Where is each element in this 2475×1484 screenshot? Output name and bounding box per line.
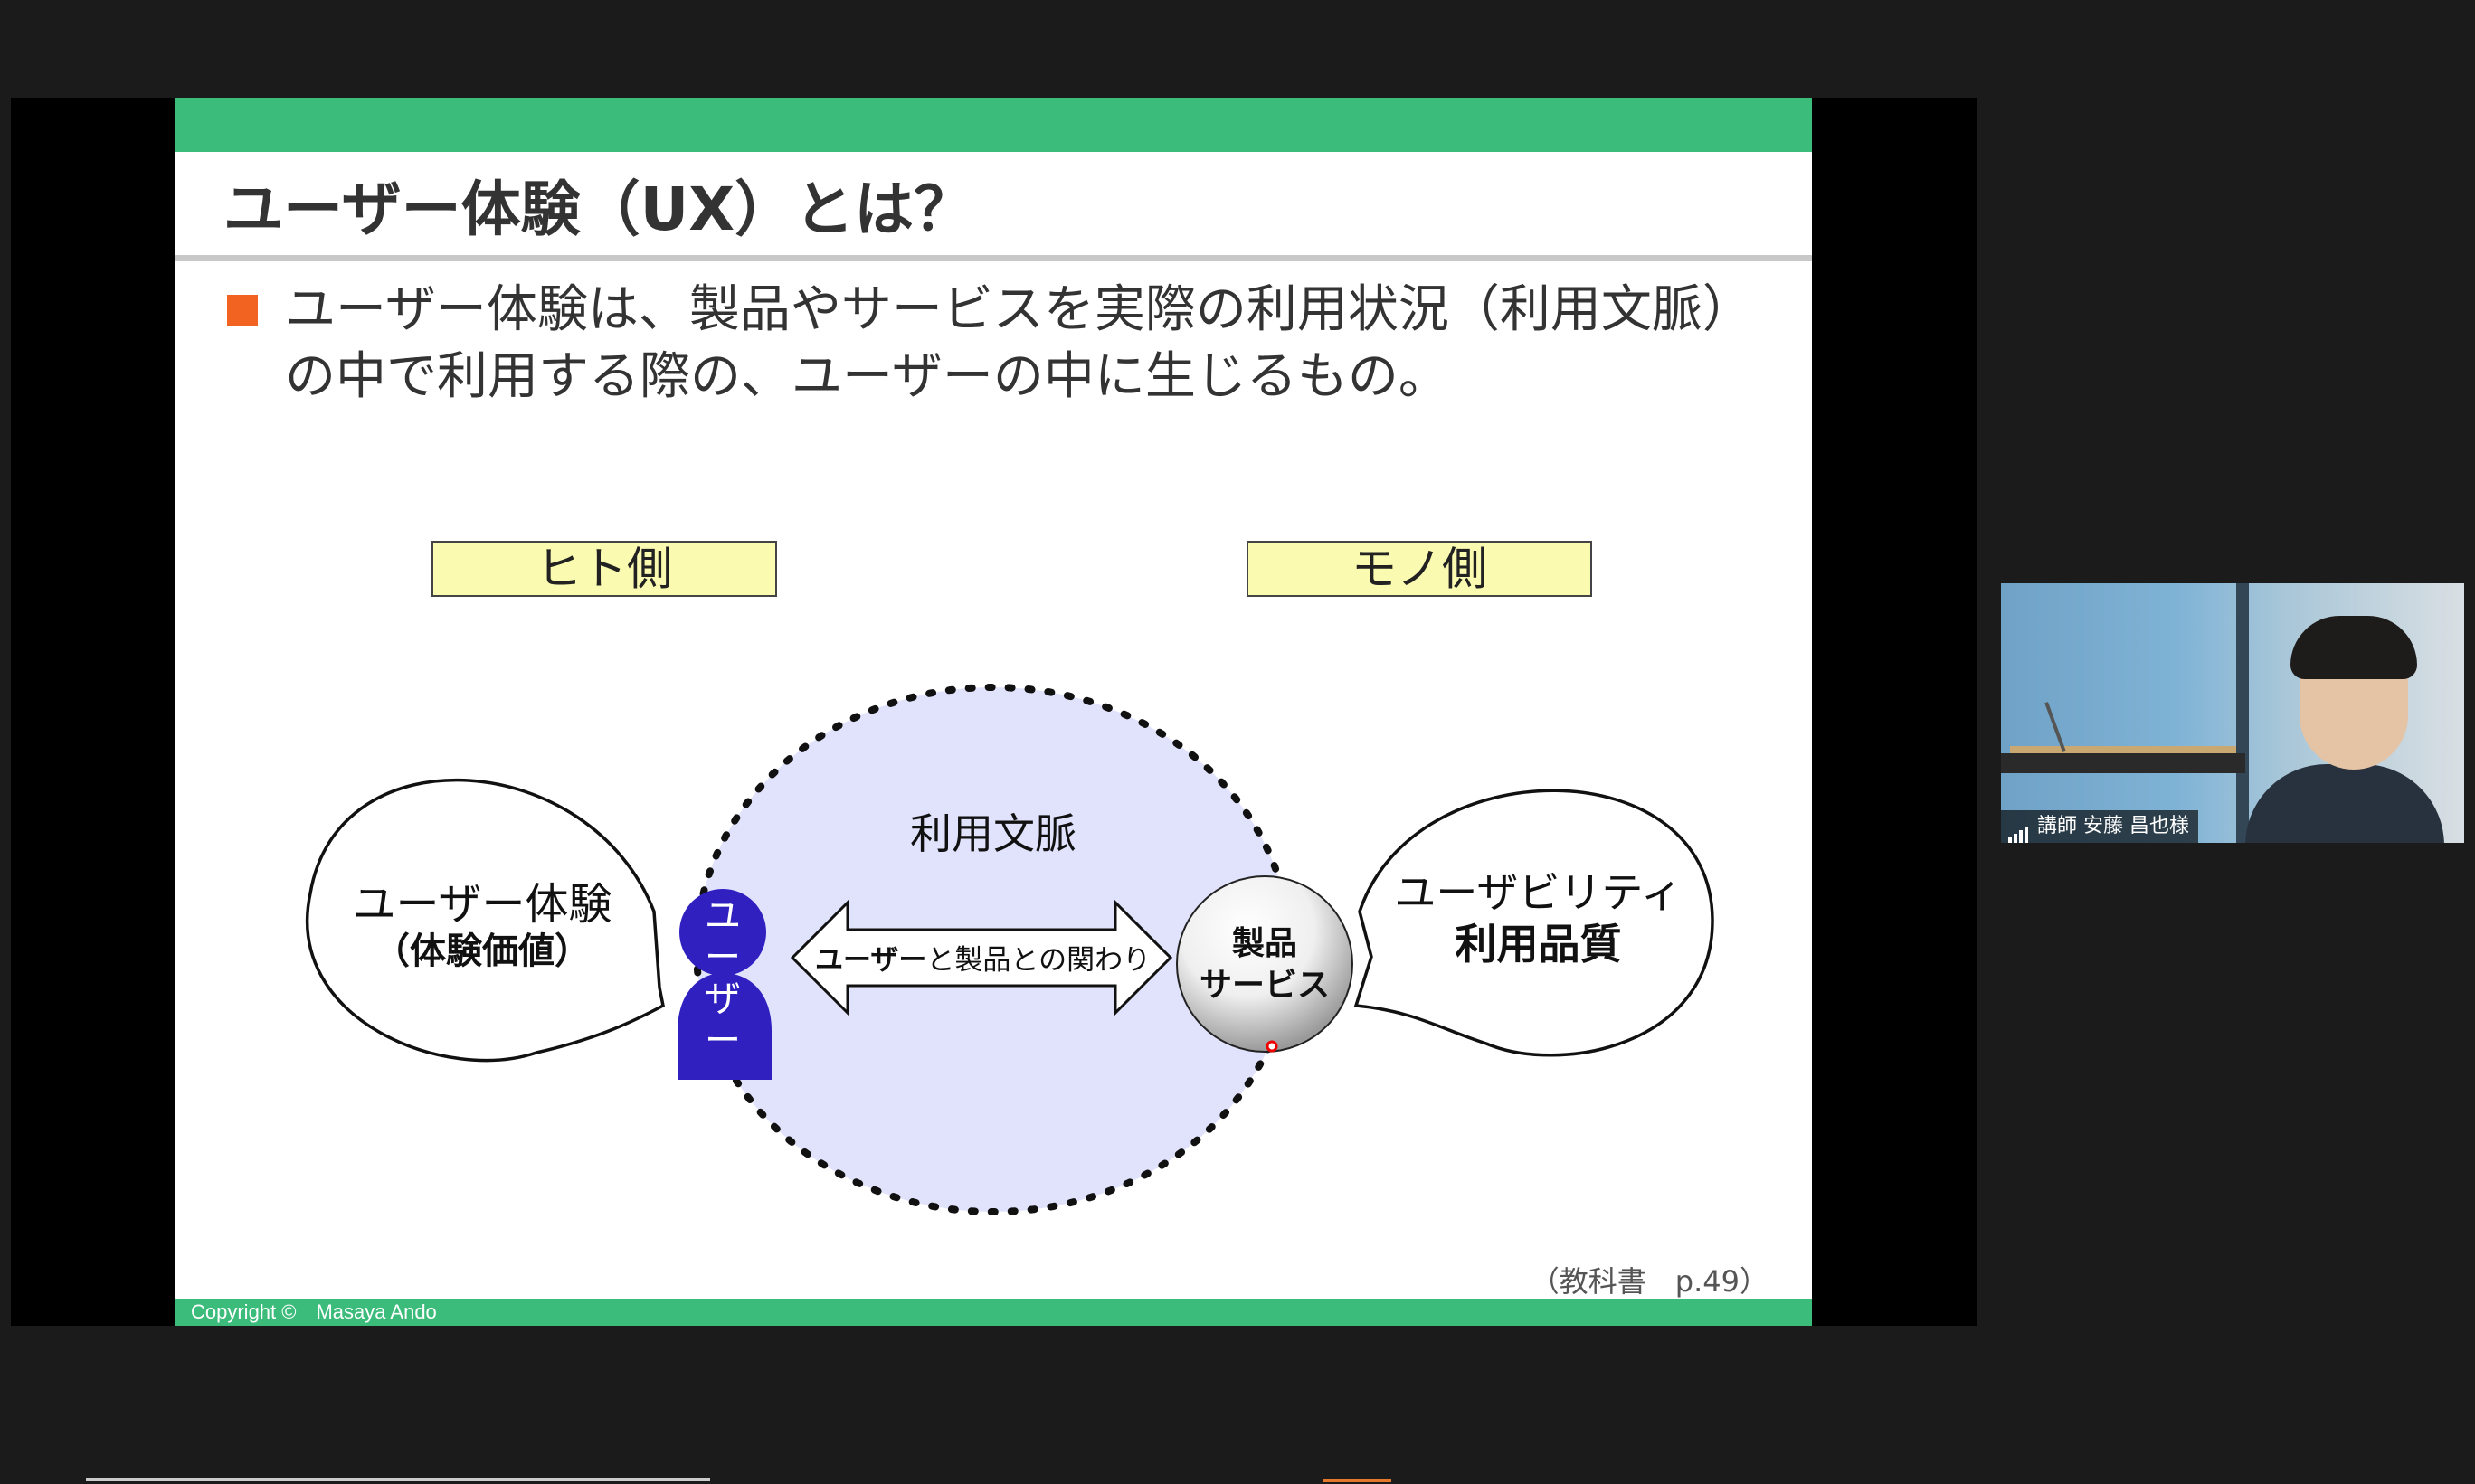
ux-diagram xyxy=(306,684,1714,1215)
textbook-reference: （教科書 p.49） xyxy=(1530,1264,1769,1299)
interaction-label: ユーザーと製品との関わり xyxy=(815,937,1152,978)
participant-name-tag: 講師 安藤 昌也様 xyxy=(2001,810,2198,843)
video-background-desk-top xyxy=(2010,746,2236,755)
video-person-body xyxy=(2245,764,2444,843)
video-background-shelf xyxy=(2236,583,2249,843)
laser-pointer-dot xyxy=(1266,1040,1278,1053)
slide-bottom-bar xyxy=(175,1299,1812,1326)
bottom-toolbar-highlight xyxy=(1323,1479,1391,1482)
product-line1: 製品 xyxy=(1231,925,1297,962)
label-object-side: モノ側 xyxy=(1247,541,1592,597)
usage-context-label: 利用文脈 xyxy=(910,809,1076,858)
right-bubble-line1: ユーザビリティ xyxy=(1394,868,1683,917)
video-background-lamp xyxy=(2044,702,2066,752)
presentation-slide: ユーザー体験（UX）とは？ ユーザー体験は、製品やサービスを実際の利用状況（利用… xyxy=(175,98,1812,1326)
participant-name: 講師 安藤 昌也様 xyxy=(2037,815,2189,837)
slide-title: ユーザー体験（UX）とは？ xyxy=(223,175,974,244)
video-background-desk xyxy=(2001,753,2245,773)
user-figure-body xyxy=(678,973,772,1080)
left-bubble-line2: （体験価値） xyxy=(374,931,591,972)
right-bubble-line2: 利用品質 xyxy=(1455,920,1622,969)
slide-top-bar xyxy=(175,98,1812,152)
slide-bullet-text: ユーザー体験は、製品やサービスを実際の利用状況（利用文脈）の中で利用する際の、ユ… xyxy=(285,280,1753,406)
left-speech-bubble xyxy=(306,778,665,1063)
interaction-double-arrow xyxy=(790,899,1173,1016)
product-sphere xyxy=(1176,875,1353,1053)
label-human-side: ヒト側 xyxy=(431,541,777,597)
user-figure-head xyxy=(679,889,766,976)
bullet-square-icon xyxy=(227,295,258,326)
right-speech-bubble xyxy=(1353,789,1714,1057)
left-bubble-line1: ユーザー体験 xyxy=(352,879,612,930)
bottom-toolbar-edge xyxy=(86,1478,710,1481)
connection-signal-icon xyxy=(2008,810,2030,843)
video-person-hair xyxy=(2290,616,2417,679)
slide-copyright: Copyright © Masaya Ando xyxy=(191,1300,437,1323)
product-line2: サービス xyxy=(1199,967,1330,1004)
interaction-label-bold: ユーザー xyxy=(815,944,927,977)
user-figure-label: ユーザー xyxy=(705,895,741,1062)
title-divider xyxy=(175,255,1812,261)
participant-video-tile[interactable]: 講師 安藤 昌也様 xyxy=(2001,583,2464,843)
interaction-label-rest: と製品との関わり xyxy=(926,944,1152,977)
